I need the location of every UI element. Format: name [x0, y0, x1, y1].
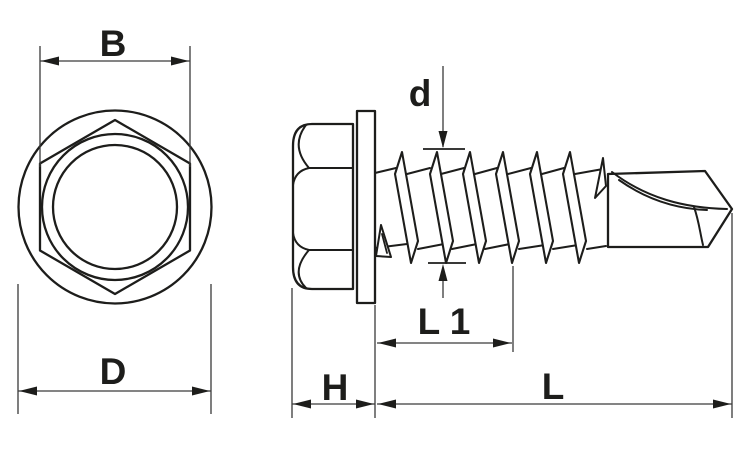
washer-flange: [355, 109, 377, 305]
head-inner-circle: [51, 143, 179, 271]
l-arrow-left-icon: [378, 399, 396, 409]
shank-top-helix-lines: [374, 167, 604, 175]
d-arrow-up-icon: [438, 264, 448, 281]
hex-chamfer-circle: [40, 132, 190, 282]
h-arrow-right-icon: [356, 399, 374, 409]
side-view: [291, 109, 734, 305]
shank-bottom-helix-lines: [374, 243, 607, 250]
head-facet-arc-mid-upper: [292, 167, 310, 186]
thread-crest-1: [393, 150, 420, 265]
front-view: [17, 109, 213, 305]
dimension-B: B: [39, 23, 191, 167]
d-label: d: [409, 73, 432, 114]
d-cap-arrow-left-icon: [19, 386, 37, 396]
head-facet-arc-mid-lower: [292, 232, 310, 251]
d-cap-arrow-right-icon: [192, 386, 210, 396]
head-facet-arc-bottom: [297, 249, 310, 289]
l-label: L: [542, 366, 565, 407]
d-arrow-down-icon: [438, 131, 448, 148]
head-facet-arc-top: [297, 124, 310, 169]
h-label: H: [322, 367, 349, 408]
d-cap-extension-lines: [17, 284, 212, 414]
thread-crest-4: [494, 150, 521, 265]
thread-crest-partial: [594, 157, 607, 199]
d-cap-label: D: [100, 351, 127, 392]
thread-crest-3: [461, 150, 488, 265]
l1-label: L 1: [418, 301, 471, 342]
thread-crest-6: [561, 150, 588, 265]
dimension-H: H: [291, 288, 376, 418]
drill-flute-upper-edge: [611, 171, 728, 210]
thread-crests: [375, 150, 607, 265]
drill-point-outline: [606, 169, 734, 249]
hex-head-side: [291, 122, 355, 291]
drill-cutting-edge: [693, 206, 704, 246]
b-arrow-left-icon: [41, 56, 59, 66]
b-extension-lines: [39, 46, 191, 167]
dimension-D: D: [17, 284, 212, 414]
flange-outer-circle: [17, 109, 213, 305]
b-label: B: [100, 23, 127, 64]
h-arrow-left-icon: [293, 399, 311, 409]
l1-arrow-right-icon: [493, 338, 511, 348]
l-arrow-right-icon: [713, 399, 731, 409]
head-outline: [291, 122, 355, 291]
dimension-L1: L 1: [377, 266, 514, 352]
l1-arrow-left-icon: [378, 338, 396, 348]
drill-point: [606, 169, 734, 249]
b-arrow-right-icon: [171, 56, 189, 66]
thread-start-inner-line: [381, 233, 388, 254]
dimension-L: L: [377, 213, 733, 418]
drill-flute-lower-edge: [618, 179, 708, 211]
dimension-d: d: [409, 66, 466, 298]
thread-crest-5: [528, 150, 555, 265]
head-facet-lines: [308, 167, 354, 251]
